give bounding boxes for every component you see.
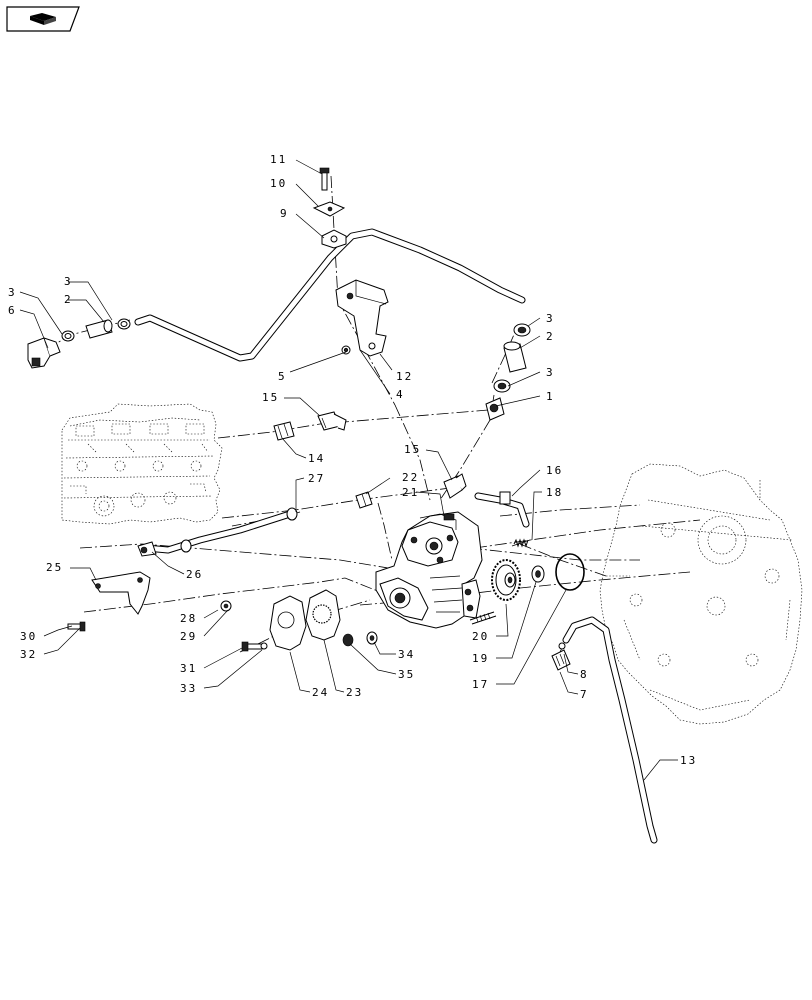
label-22: 22 <box>402 471 419 484</box>
label-5: 5 <box>278 370 287 383</box>
label-18: 18 <box>546 486 563 499</box>
label-26: 26 <box>186 568 203 581</box>
label-35: 35 <box>398 668 415 681</box>
label-20: 20 <box>472 630 489 643</box>
label-31: 31 <box>180 662 197 675</box>
top-clip-plate <box>312 201 346 217</box>
label-16: 16 <box>546 464 563 477</box>
bolt-28 <box>220 600 232 612</box>
bracket-plate-25 <box>91 571 151 615</box>
callout-labels: 11 10 9 3 3 2 6 3 2 3 1 5 12 4 15 14 15 … <box>8 153 697 767</box>
label-19: 19 <box>472 652 489 665</box>
label-9: 9 <box>280 207 289 220</box>
navigation-badge[interactable] <box>6 6 80 32</box>
fitting-7-8 <box>551 642 571 671</box>
label-10: 10 <box>270 177 287 190</box>
flywheel-housing-outline <box>599 463 803 725</box>
label-24: 24 <box>312 686 329 699</box>
label-23: 23 <box>346 686 363 699</box>
drive-gear-20 <box>491 559 521 601</box>
pipe-clamp <box>321 229 347 249</box>
label-2-right: 2 <box>546 330 555 343</box>
label-21: 21 <box>402 486 419 499</box>
label-30: 30 <box>20 630 37 643</box>
left-elbow-fitting <box>27 337 61 369</box>
label-4: 4 <box>396 388 405 401</box>
bracket-nut <box>341 345 351 355</box>
fitting-26 <box>137 541 157 557</box>
right-clamp-lower <box>493 379 511 393</box>
gasket-24 <box>269 595 307 651</box>
fitting-22 <box>355 491 373 509</box>
label-15-upper: 15 <box>262 391 279 404</box>
right-connector <box>485 397 505 421</box>
label-13: 13 <box>680 754 697 767</box>
fitting-15-upper <box>317 411 347 431</box>
label-32: 32 <box>20 648 37 661</box>
label-29: 29 <box>180 630 197 643</box>
hose-16 <box>474 491 530 528</box>
leader-lines <box>19 159 678 781</box>
label-33: 33 <box>180 682 197 695</box>
left-hose <box>85 319 113 339</box>
fitting-15-lower <box>443 473 467 499</box>
label-8: 8 <box>580 668 589 681</box>
label-2-left: 2 <box>64 293 73 306</box>
nut-34 <box>342 631 378 647</box>
label-14: 14 <box>308 452 325 465</box>
spring-18 <box>511 538 531 548</box>
label-27: 27 <box>308 472 325 485</box>
label-15-lower: 15 <box>404 443 421 456</box>
oil-pipe-13 <box>562 616 658 844</box>
right-hose <box>503 341 527 373</box>
washer-19 <box>531 565 545 583</box>
upper-air-pipe <box>134 228 526 362</box>
left-clamp-2 <box>117 318 131 330</box>
label-1: 1 <box>546 390 555 403</box>
lower-air-pipe-27 <box>142 507 298 554</box>
label-34: 34 <box>398 648 415 661</box>
air-compressor <box>375 511 483 629</box>
label-12: 12 <box>396 370 413 383</box>
label-3-right: 3 <box>546 366 555 379</box>
right-clamp-upper <box>513 323 531 337</box>
engine-block-outline <box>61 403 223 525</box>
threaded-stud-lower <box>469 611 497 625</box>
support-bracket <box>335 279 389 357</box>
left-clamp <box>61 330 75 342</box>
gasket-23 <box>305 589 341 641</box>
label-3-left-top: 3 <box>64 275 73 288</box>
bolt-30 <box>67 621 86 632</box>
label-3-left: 3 <box>8 286 17 299</box>
label-3-right-top: 3 <box>546 312 555 325</box>
top-screw <box>319 167 330 191</box>
oring-17 <box>555 553 585 591</box>
fitting-14 <box>273 421 295 441</box>
book-arrow-icon <box>30 13 56 25</box>
label-7: 7 <box>580 688 589 701</box>
label-6: 6 <box>8 304 17 317</box>
label-28: 28 <box>180 612 197 625</box>
label-25: 25 <box>46 561 63 574</box>
label-17: 17 <box>472 678 489 691</box>
label-11: 11 <box>270 153 287 166</box>
bolt-31 <box>241 641 268 652</box>
